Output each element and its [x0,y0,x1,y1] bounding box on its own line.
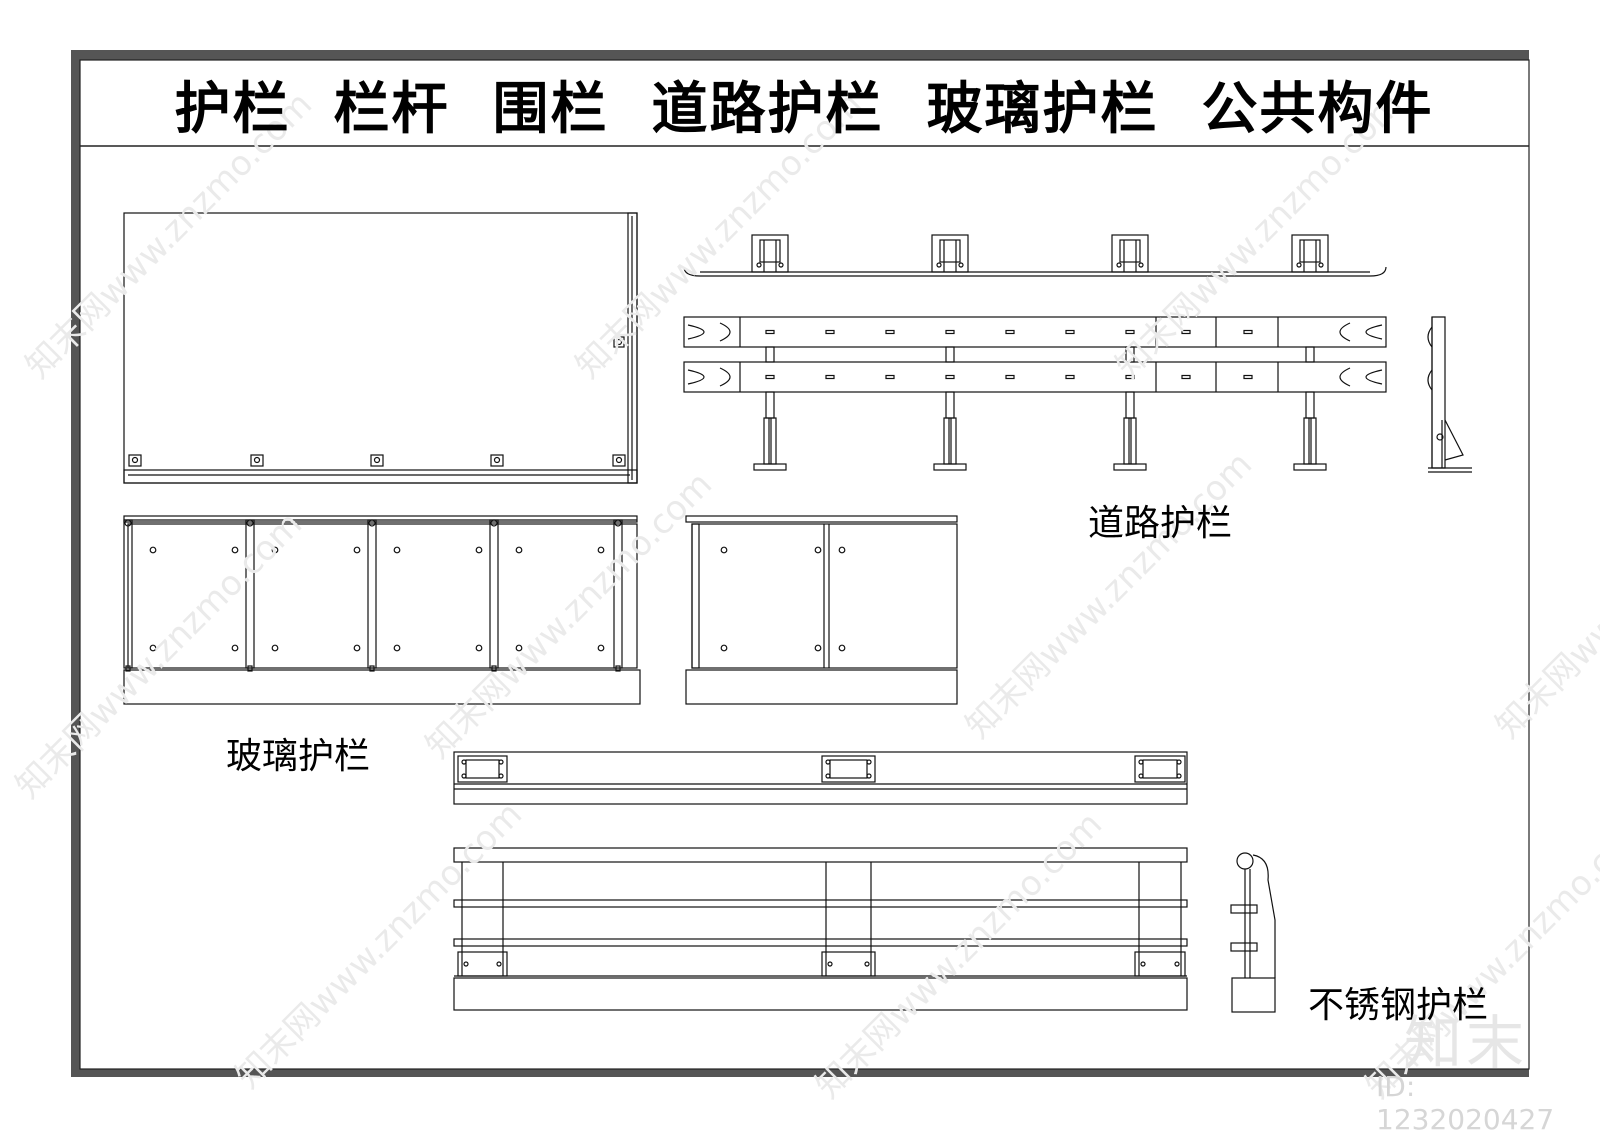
image-id-watermark: ID: 1232020427 [1376,1070,1555,1136]
stainless-railing-plan [453,751,1188,805]
brand-watermark: 知末 [1404,1009,1529,1077]
stainless-guardrail-label: 不锈钢护栏 [1308,985,1489,1026]
glass-guardrail-elevation-short [685,515,958,705]
drawing-title: 护栏 栏杆 围栏 道路护栏 玻璃护栏 公共构件 [174,76,1434,142]
glass-guardrail-elevation-long [123,515,641,705]
inner-frame [79,59,1530,1070]
stainless-railing-elevation [453,847,1188,1011]
road-guardrail-elevation [683,316,1387,471]
glass-guardrail-label: 玻璃护栏 [226,736,371,777]
stainless-railing-section [1230,852,1276,1013]
road-guardrail-section [1427,316,1472,473]
road-guardrail-plan [683,234,1387,277]
glass-guardrail-plan [123,212,638,484]
road-guardrail-label: 道路护栏 [1088,503,1233,544]
